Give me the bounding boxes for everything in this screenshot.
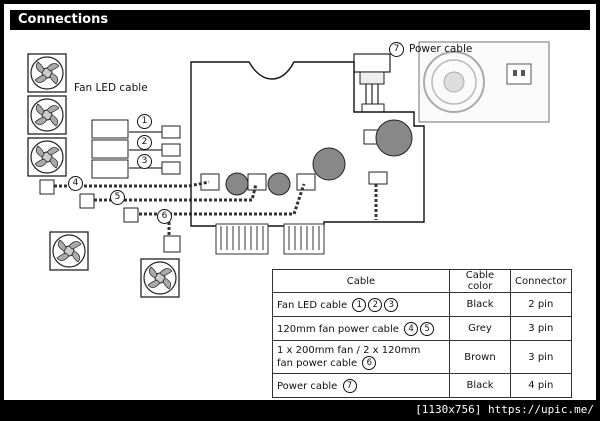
power-connector: [353, 53, 391, 121]
cell-cable: Power cable 7: [272, 373, 450, 398]
header-cable: Cable: [272, 269, 450, 293]
cell-color: Grey: [449, 316, 511, 341]
header-cable-color: Cable color: [449, 269, 511, 293]
fan-led-plugs: [91, 119, 129, 179]
callout-2: 2: [137, 135, 152, 150]
fan-led-cable-label: Fan LED cable: [74, 82, 148, 94]
section-header: Connections: [10, 10, 590, 30]
cable-table: Cable Cable color Connector Fan LED cabl…: [272, 269, 572, 398]
fan-power-plugs: [39, 179, 181, 253]
cell-connector: 3 pin: [510, 316, 572, 341]
cell-color: Black: [449, 373, 511, 398]
cell-connector: 4 pin: [510, 373, 572, 398]
callout-6: 6: [157, 209, 172, 224]
header-connector: Connector: [510, 269, 572, 293]
cell-connector: 2 pin: [510, 292, 572, 317]
callout-3: 3: [137, 154, 152, 169]
connection-diagram: [27, 41, 550, 298]
power-supply: [418, 41, 550, 123]
table-header-row: Cable Cable color Connector: [272, 269, 572, 293]
cell-color: Black: [449, 292, 511, 317]
callout-1: 1: [137, 114, 152, 129]
power-cable-label: Power cable: [409, 43, 473, 55]
cell-color: Brown: [449, 340, 511, 374]
cell-connector: 3 pin: [510, 340, 572, 374]
callout-4: 4: [68, 176, 83, 191]
manual-panel: Connections: [4, 4, 596, 400]
callout-5: 5: [110, 190, 125, 205]
table-row: Power cable 7 Black 4 pin: [272, 373, 572, 398]
callout-7: 7: [389, 42, 404, 57]
image-host-footer: [1130x756] https://upic.me/: [415, 403, 594, 416]
bottom-headers: [215, 223, 325, 255]
